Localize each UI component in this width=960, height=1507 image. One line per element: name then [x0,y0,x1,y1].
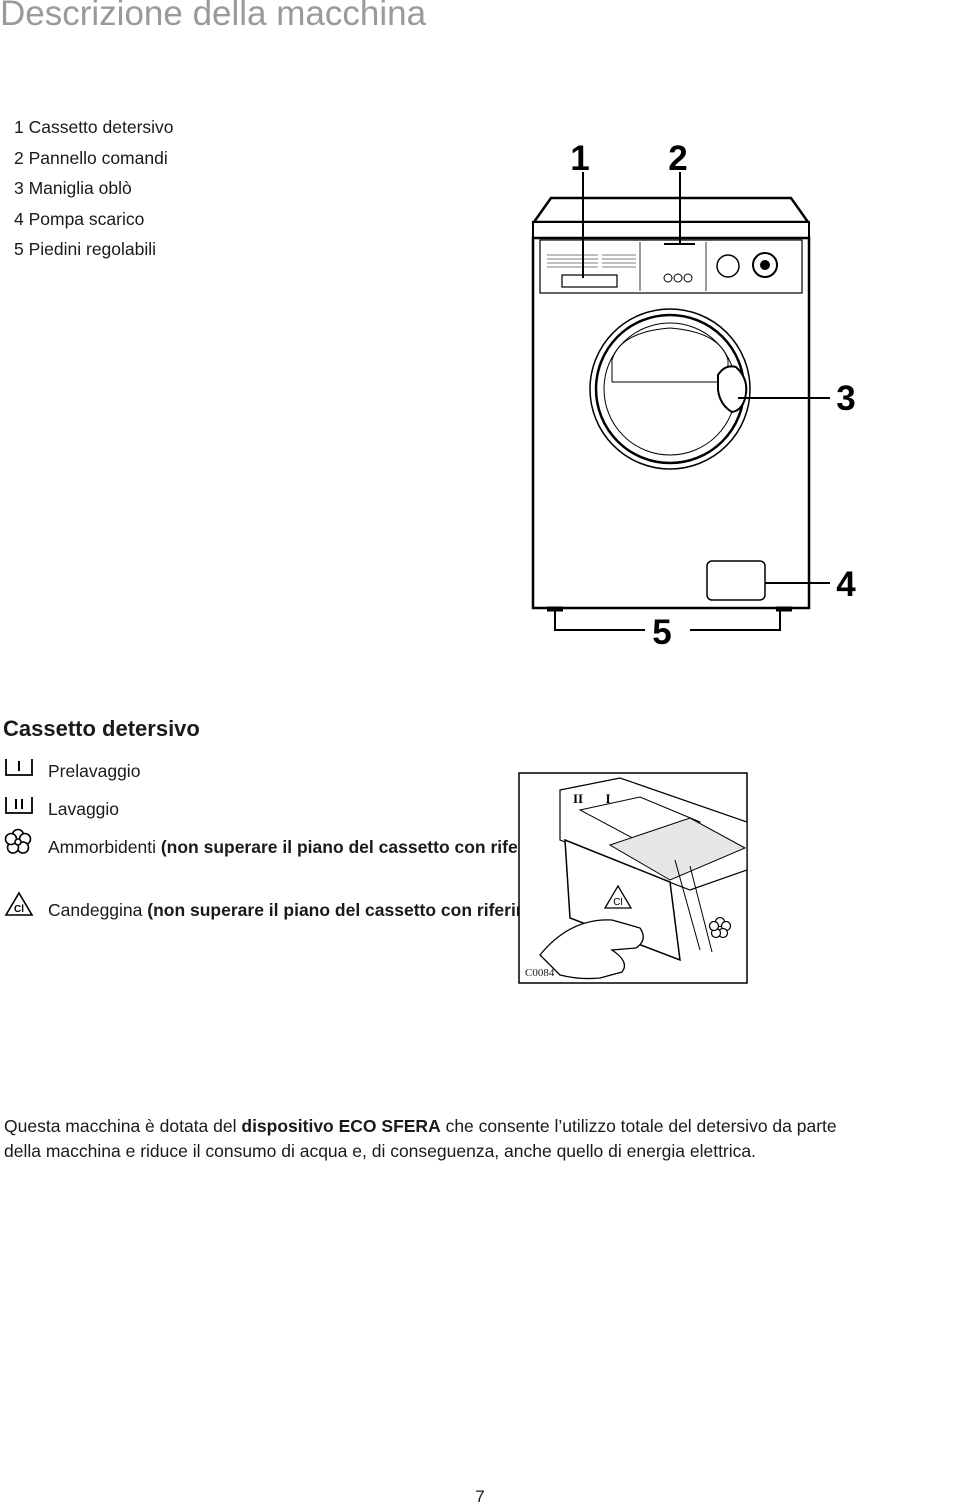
eco-sfera-description: Questa macchina è dotata del dispositivo… [4,1116,837,1161]
legend-item-wash: Lavaggio [48,799,120,819]
drawer-bleach-label: Cl [613,897,622,908]
section-title: Cassetto detersivo [3,716,200,741]
svg-text:Cl: Cl [14,904,24,915]
softener-flower-icon [4,828,32,854]
drawer-prewash-label: I [605,791,610,806]
page-title: Descrizione della macchina [0,0,427,33]
callout-4: 4 [836,565,856,604]
callout-1: 1 [570,139,589,178]
list-item: 2 Pannello comandi [14,147,168,168]
washing-machine-illustration: 1 2 3 4 5 [531,139,856,652]
detergent-drawer-illustration: Cl II I [518,772,748,984]
bleach-triangle-icon: Cl [4,891,34,916]
list-item: 1 Cassetto detersivo [14,117,174,137]
list-item: 5 Piedini regolabili [14,239,157,259]
drawer-wash-label: II [573,791,583,806]
callout-5: 5 [652,613,671,652]
legend-item-bleach: Candeggina (non superare il piano del ca… [48,900,638,920]
parts-list: 1 Cassetto detersivo 2 Pannello comandi … [14,112,174,265]
wash-compartment-icon [5,797,33,814]
figure-code: C0084 [525,967,555,979]
callout-2: 2 [668,139,687,178]
list-item: 4 Pompa scarico [14,208,145,229]
list-item: 3 Maniglia oblò [14,178,132,198]
page-number: 7 [475,1487,485,1506]
drawer-flower-icon [708,916,732,939]
prewash-compartment-icon [5,759,33,776]
callout-3: 3 [836,379,855,418]
legend-item-softener: Ammorbidenti (non superare il piano del … [48,837,651,857]
legend-item-prewash: Prelavaggio [48,761,141,781]
